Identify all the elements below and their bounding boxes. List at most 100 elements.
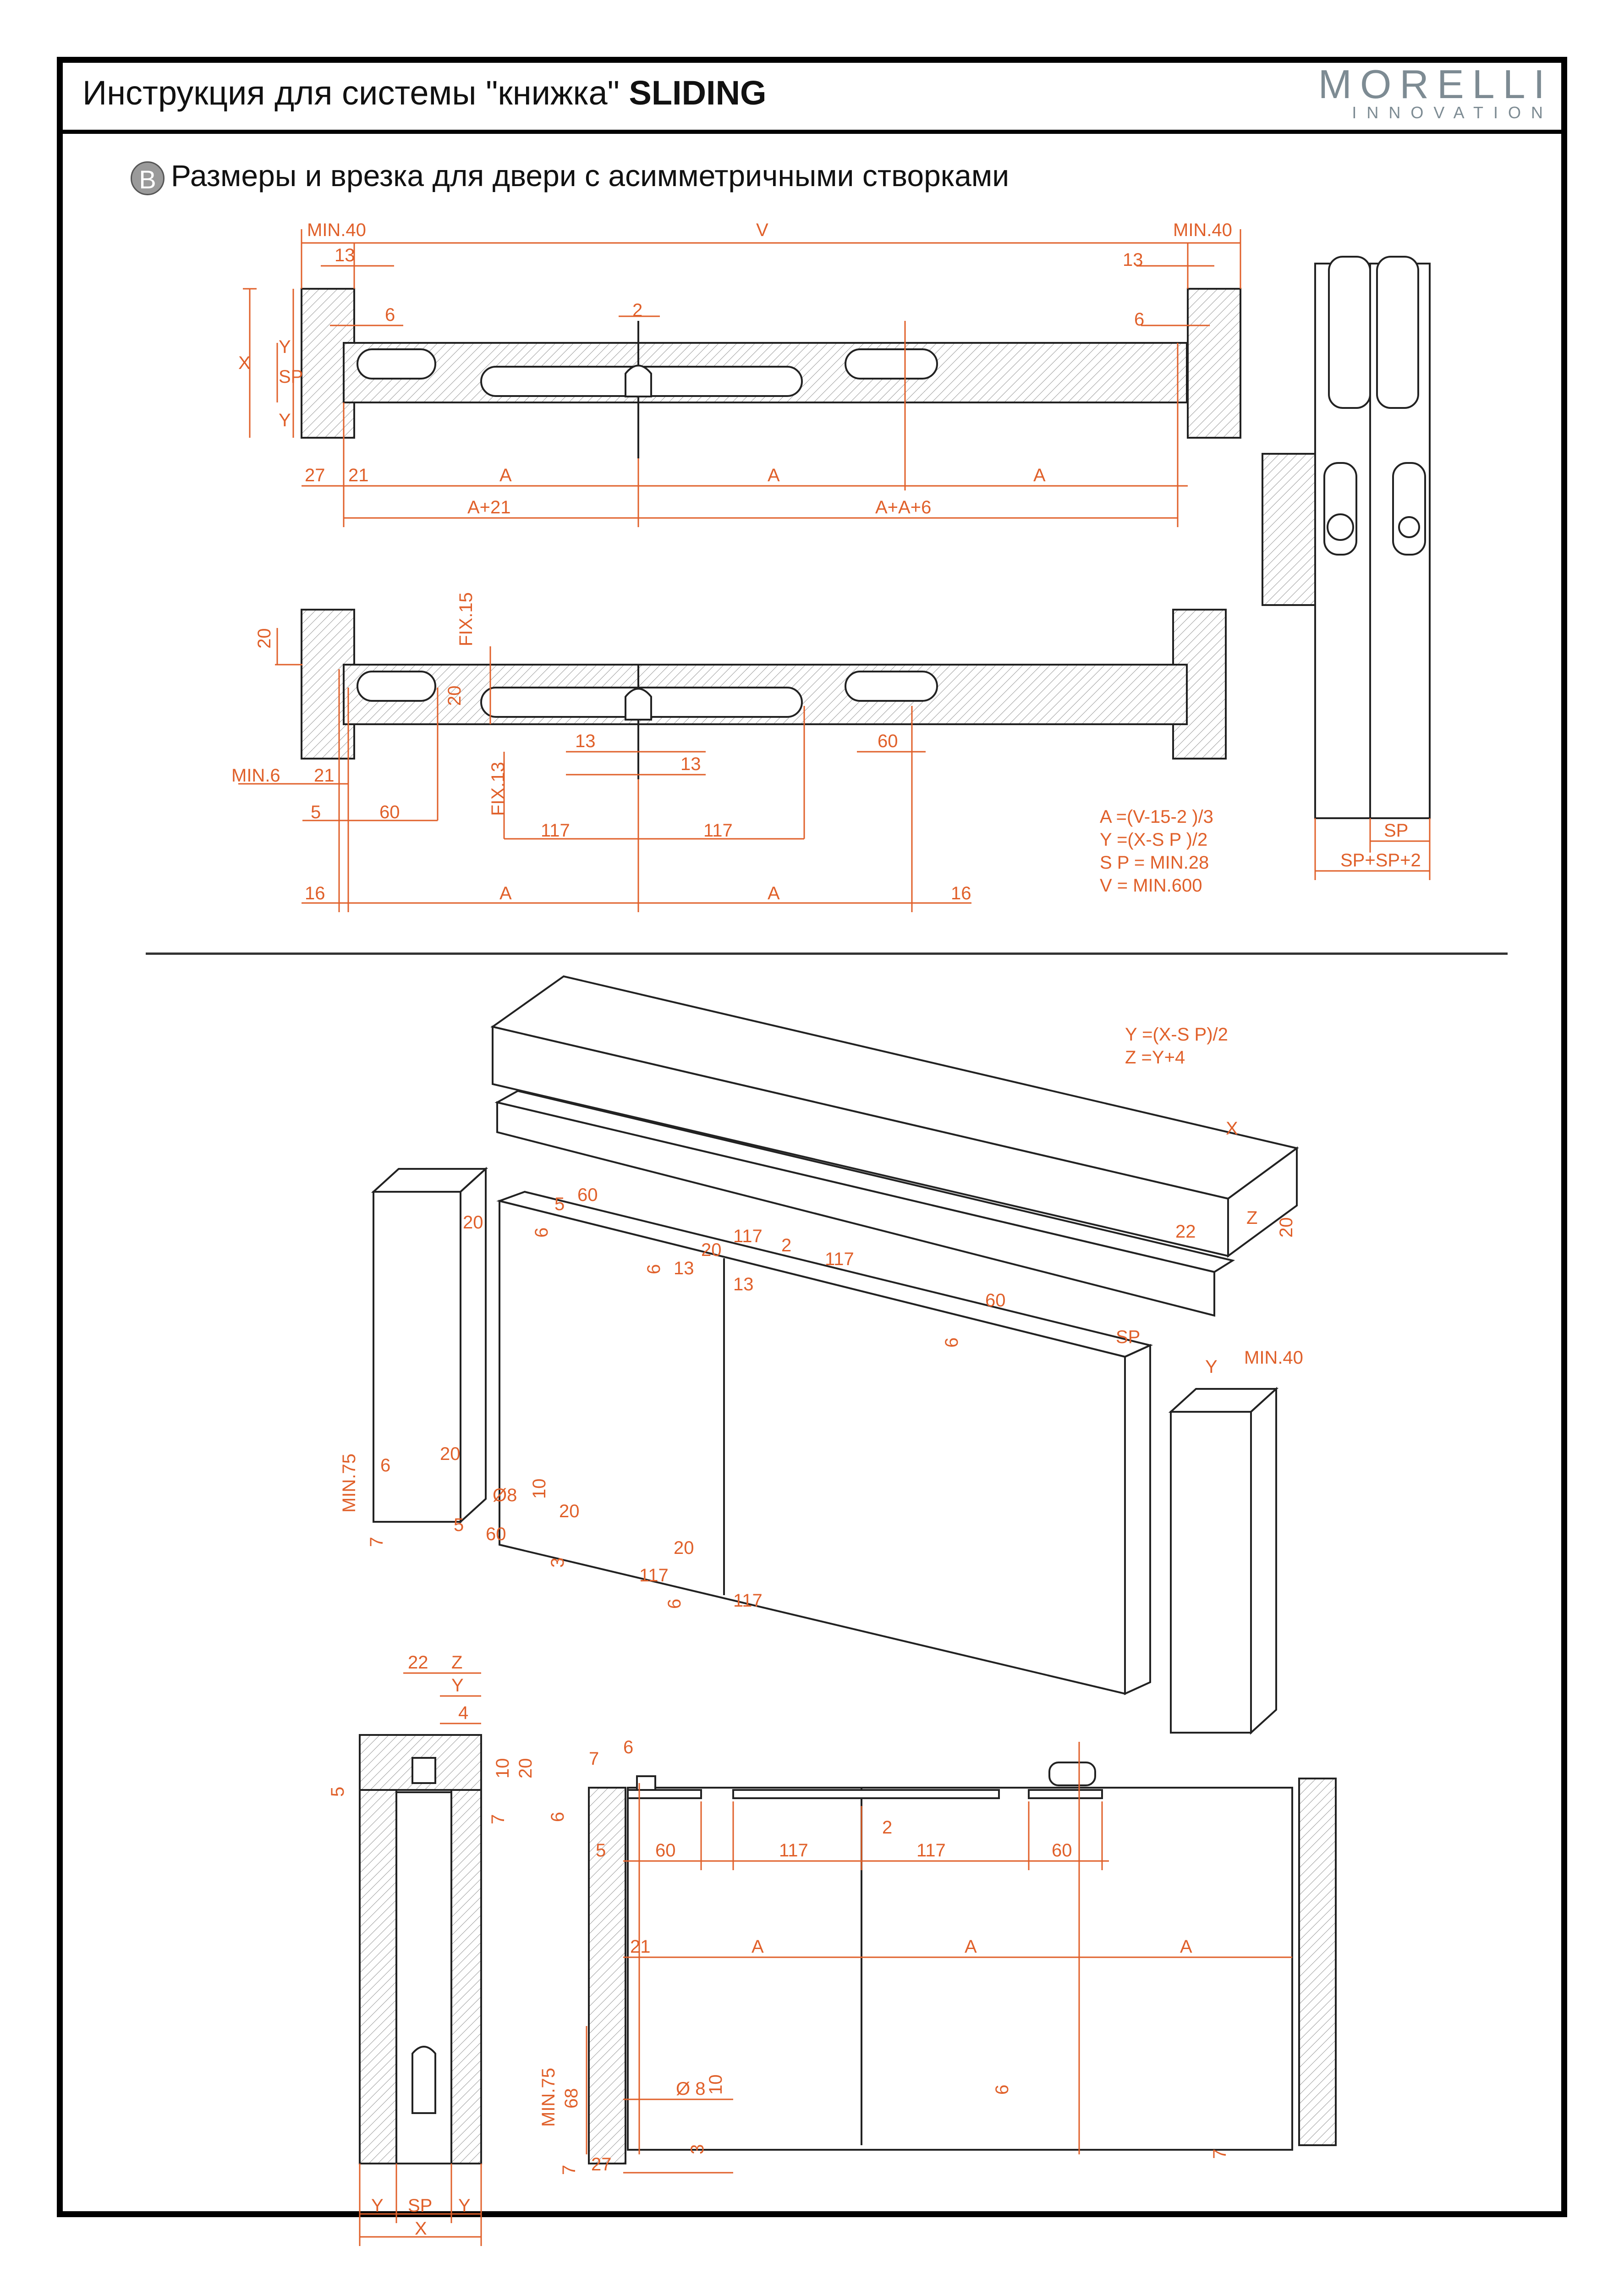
iso-6d: 6 bbox=[380, 1455, 390, 1476]
front-pivot bbox=[636, 1775, 656, 1791]
iso-7: 7 bbox=[367, 1537, 387, 1547]
sec-z: Z bbox=[451, 1652, 462, 1673]
dim-13-left: 13 bbox=[335, 245, 355, 265]
side-jamb bbox=[1262, 453, 1316, 606]
section-view: 22 Z Y 4 5 10 20 7 Y SP Y X bbox=[328, 1652, 536, 2246]
dim-a3: A bbox=[1033, 465, 1046, 485]
front-21: 21 bbox=[630, 1937, 651, 1957]
front-10: 10 bbox=[706, 2075, 726, 2095]
iso-sp: SP bbox=[1116, 1327, 1140, 1347]
iso-z: Z bbox=[1246, 1208, 1257, 1228]
dim-20b: 20 bbox=[444, 686, 465, 706]
iso-x: X bbox=[1226, 1118, 1238, 1139]
logo-main: MORELLI bbox=[1318, 61, 1553, 107]
dim-60: 60 bbox=[379, 802, 400, 822]
dim-117a: 117 bbox=[541, 820, 570, 841]
front-117b: 117 bbox=[916, 1840, 946, 1861]
formula-iso-z: Z =Y+4 bbox=[1125, 1047, 1185, 1068]
slot-3 bbox=[845, 348, 938, 380]
dim-v: V bbox=[756, 220, 768, 240]
sec-7: 7 bbox=[488, 1814, 508, 1824]
iso-60b: 60 bbox=[985, 1290, 1006, 1310]
iso-min75: MIN.75 bbox=[339, 1454, 359, 1513]
iso-y: Y bbox=[1205, 1357, 1218, 1377]
dim-min-left: MIN.40 bbox=[307, 220, 366, 240]
front-d8: Ø 8 bbox=[676, 2079, 705, 2099]
formula-iso-y: Y =(X-S P)/2 bbox=[1125, 1024, 1228, 1045]
front-a2: A bbox=[965, 1937, 977, 1957]
page-frame bbox=[57, 57, 1567, 2217]
sec-y: Y bbox=[451, 1675, 464, 1696]
sec-10: 10 bbox=[493, 1758, 513, 1779]
isometric-view: Y =(X-S P)/2 Z =Y+4 X Z 22 20 SP Y MIN.4… bbox=[339, 975, 1303, 1735]
front-2: 2 bbox=[882, 1817, 892, 1838]
section-door bbox=[395, 1791, 452, 2164]
brand-logo: MORELLI INNOVATION bbox=[1318, 64, 1553, 121]
front-7c: 7 bbox=[1210, 2149, 1230, 2159]
front-a3: A bbox=[1180, 1937, 1192, 1957]
iso-6b: 6 bbox=[644, 1264, 664, 1274]
dim-fix15: FIX.15 bbox=[456, 592, 476, 646]
formula-v: V = MIN.600 bbox=[1100, 875, 1202, 896]
dim-6-left: 6 bbox=[385, 305, 395, 325]
dim-21: 21 bbox=[348, 465, 369, 485]
title-prefix: Инструкция для системы "книжка" bbox=[82, 74, 620, 112]
iso-5: 5 bbox=[554, 1194, 565, 1214]
iso-20e: 20 bbox=[674, 1538, 694, 1558]
dim-sp: SP bbox=[279, 367, 303, 387]
front-5: 5 bbox=[596, 1840, 606, 1861]
dim-min-right: MIN.40 bbox=[1173, 220, 1232, 240]
sec-y2: Y bbox=[458, 2196, 471, 2216]
front-roller bbox=[1048, 1762, 1096, 1786]
iso-117c: 117 bbox=[639, 1565, 669, 1586]
front-left-wall bbox=[588, 1787, 626, 2164]
side-view: SP SP+SP+2 bbox=[1262, 256, 1431, 880]
front-3: 3 bbox=[687, 2144, 708, 2154]
title-bold: SLIDING bbox=[629, 74, 767, 112]
iso-117d: 117 bbox=[733, 1591, 763, 1611]
iso-6a: 6 bbox=[532, 1228, 552, 1238]
iso-20: 20 bbox=[1276, 1217, 1296, 1238]
section-badge: B bbox=[131, 161, 165, 195]
dim-min6: MIN.6 bbox=[231, 765, 280, 786]
side-sp: SP bbox=[1384, 820, 1408, 841]
dim-a2: A bbox=[768, 465, 780, 485]
iso-22: 22 bbox=[1175, 1222, 1196, 1242]
section-divider bbox=[146, 953, 1508, 955]
dim-2: 2 bbox=[632, 300, 642, 320]
formulas-top: A =(V-15-2 )/3 Y =(X-S P )/2 S P = MIN.2… bbox=[1100, 807, 1213, 896]
roller-right bbox=[1392, 462, 1426, 556]
front-27: 27 bbox=[591, 2154, 612, 2175]
slot-1 bbox=[357, 348, 436, 380]
front-117a: 117 bbox=[779, 1840, 808, 1861]
dim-a1b: A bbox=[499, 883, 512, 903]
top-plan-view: MIN.40 V MIN.40 13 13 2 6 6 X Y SP Y 27 … bbox=[238, 220, 1241, 527]
front-6b: 6 bbox=[992, 2085, 1012, 2095]
dim-16l: 16 bbox=[305, 883, 325, 903]
front-6: 6 bbox=[623, 1737, 633, 1757]
hinge-left bbox=[1328, 256, 1371, 409]
dim-y-top: Y bbox=[279, 337, 291, 357]
iso-3: 3 bbox=[548, 1558, 568, 1568]
formula-y: Y =(X-S P )/2 bbox=[1100, 830, 1207, 850]
sec-x: X bbox=[415, 2219, 427, 2239]
section-roller bbox=[411, 1757, 436, 1784]
front-doors bbox=[627, 1787, 1293, 2151]
dim-a1: A bbox=[499, 465, 512, 485]
iso-20d: 20 bbox=[559, 1501, 580, 1521]
formula-sp: S P = MIN.28 bbox=[1100, 853, 1209, 873]
iso-20b: 20 bbox=[701, 1240, 722, 1260]
sec-4: 4 bbox=[458, 1703, 468, 1723]
iso-d8: Ø8 bbox=[493, 1485, 517, 1505]
iso-60c: 60 bbox=[486, 1524, 506, 1544]
front-view: 7 6 6 5 60 117 2 117 60 21 A A A MIN.75 … bbox=[538, 1737, 1337, 2175]
section-title: Размеры и врезка для двери с асимметричн… bbox=[171, 159, 1010, 193]
front-6v: 6 bbox=[548, 1812, 568, 1822]
iso-6e: 6 bbox=[664, 1599, 685, 1609]
dim-a21: A+21 bbox=[467, 497, 511, 518]
sec-y1: Y bbox=[371, 2196, 384, 2216]
dim-21b: 21 bbox=[314, 765, 335, 786]
front-right-wall bbox=[1298, 1778, 1337, 2146]
